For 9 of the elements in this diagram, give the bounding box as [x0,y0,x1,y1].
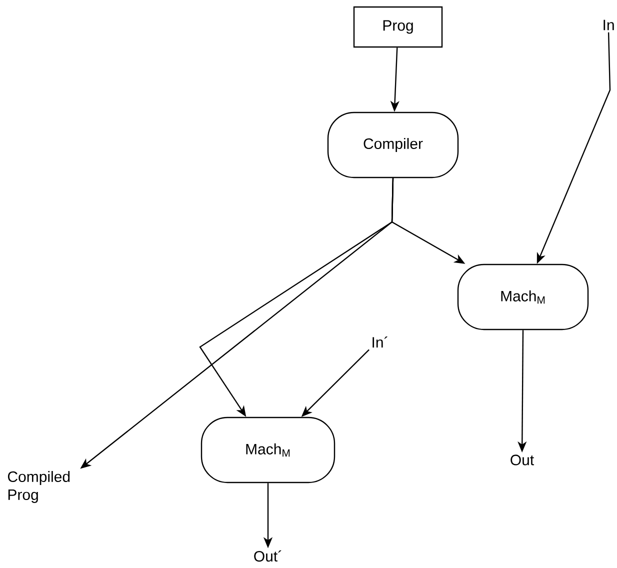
input-label: In [604,20,614,30]
process-box: Prog [353,6,443,48]
output-label: Out [510,454,534,466]
output-label: Compiled Prog [8,471,70,503]
process-terminal: Compiler [327,112,459,178]
process-terminal: Mach$_{M}$ [200,416,336,484]
process-terminal: Mach$_{M}$ [457,264,589,330]
input-label: In´ [372,336,388,348]
output-label: Out´ [254,550,282,562]
